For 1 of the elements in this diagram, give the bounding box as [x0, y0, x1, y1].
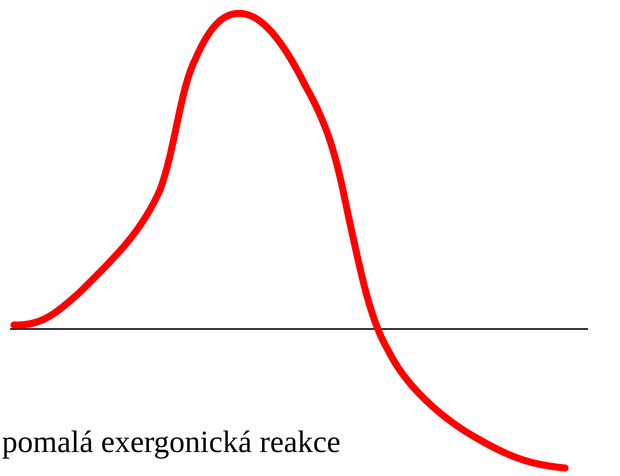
reaction-caption: pomalá exergonická reakce [2, 424, 341, 460]
